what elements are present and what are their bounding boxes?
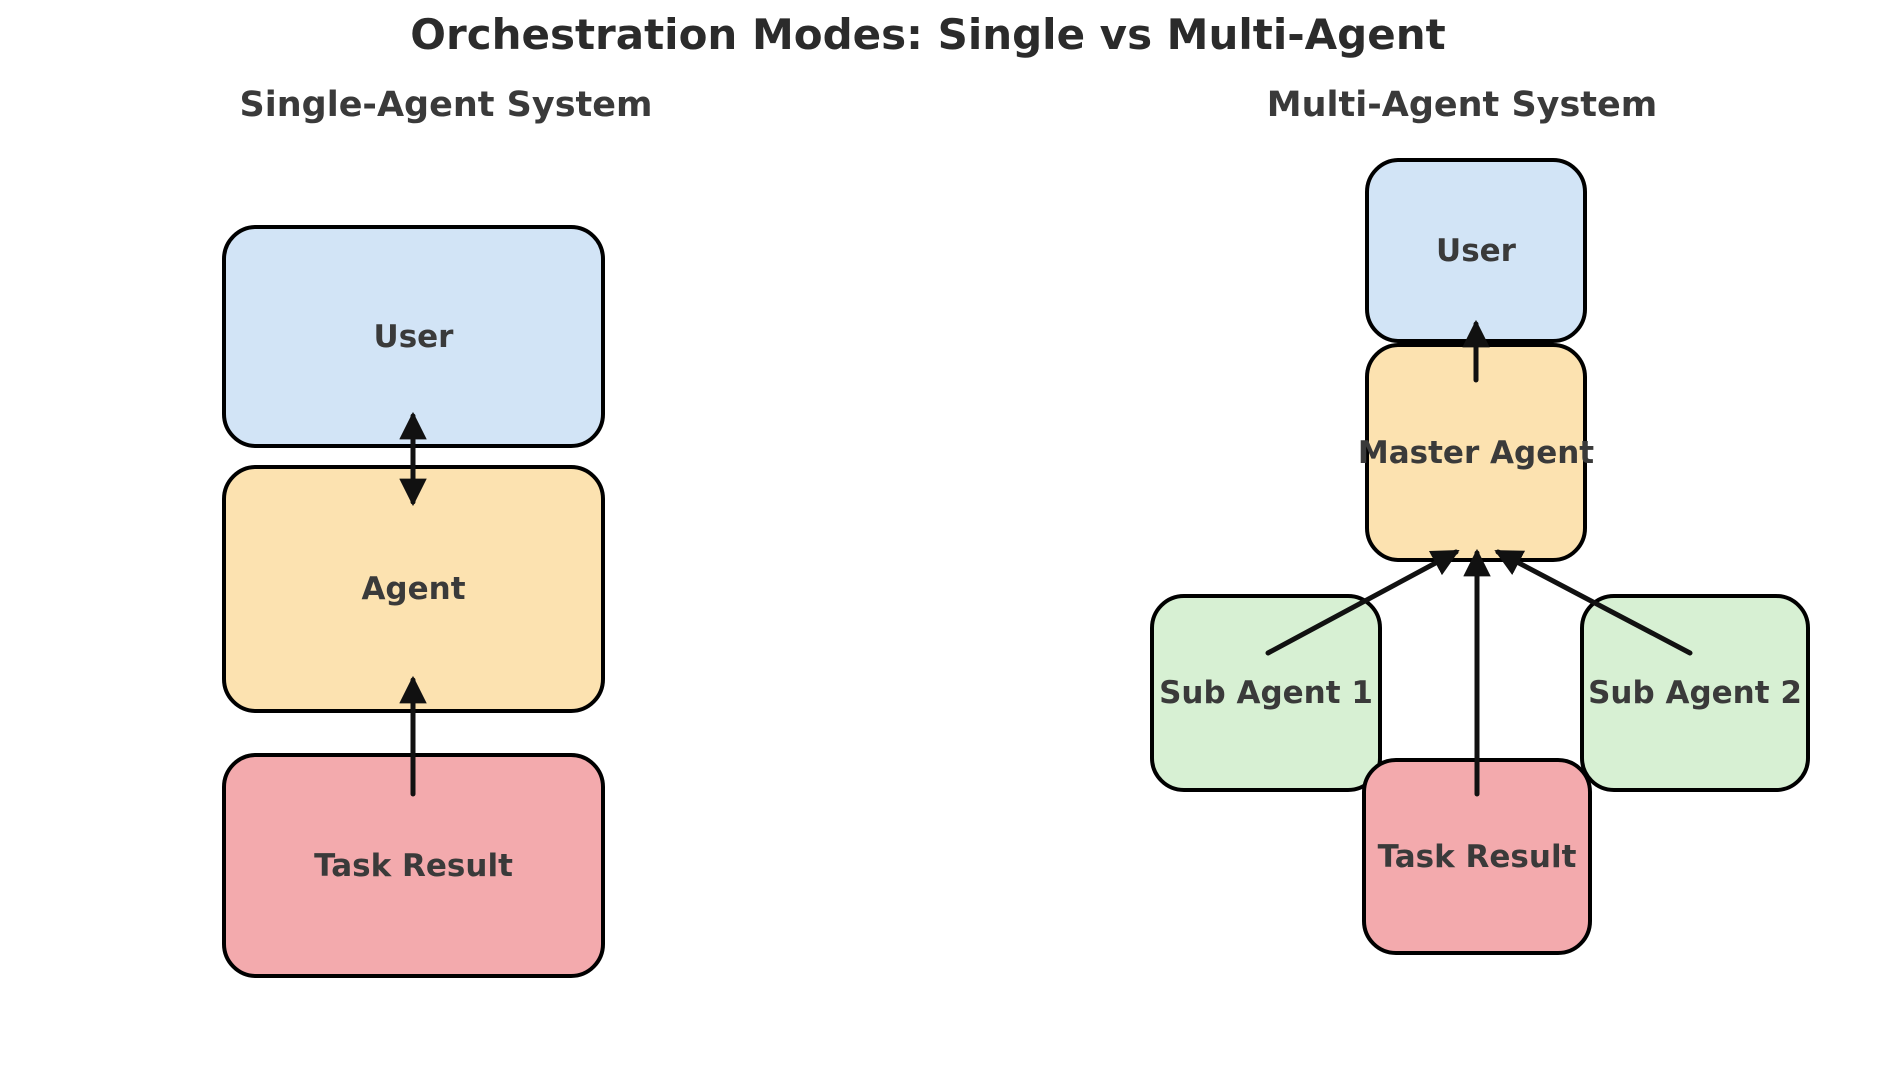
multi-sub-agent-1-box: Sub Agent 1 <box>1150 594 1382 792</box>
single-agent-label: Agent <box>361 571 466 607</box>
multi-master-agent-label: Master Agent <box>1357 434 1595 471</box>
multi-master-agent-box: Master Agent <box>1358 343 1594 562</box>
multi-sub-agent-2-box: Sub Agent 2 <box>1580 594 1810 792</box>
single-user-box: User <box>222 225 605 448</box>
single-task-result-box: Task Result <box>222 753 605 978</box>
multi-task-result-label: Task Result <box>1377 838 1577 875</box>
multi-user-box: User <box>1365 158 1587 343</box>
single-agent-heading: Single-Agent System <box>239 85 653 125</box>
single-agent-box: Agent <box>222 465 605 713</box>
multi-sub-agent-2-label: Sub Agent 2 <box>1588 675 1802 711</box>
single-task-result-label: Task Result <box>314 847 513 884</box>
multi-sub-agent-1-label: Sub Agent 1 <box>1159 675 1373 711</box>
multi-user-label: User <box>1436 232 1516 269</box>
multi-agent-heading: Multi-Agent System <box>1266 85 1658 125</box>
single-user-label: User <box>373 318 454 355</box>
multi-task-result-box: Task Result <box>1362 758 1592 955</box>
page-title: Orchestration Modes: Single vs Multi-Age… <box>410 10 1446 59</box>
